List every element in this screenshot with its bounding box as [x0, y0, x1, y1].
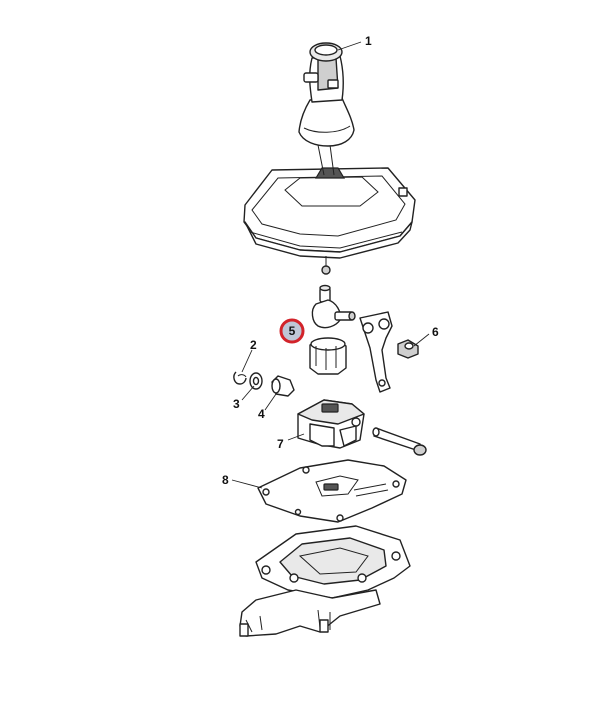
part-1-shift-lever-assembly — [243, 42, 416, 275]
svg-text:1: 1 — [365, 34, 372, 48]
svg-text:5: 5 — [289, 324, 296, 338]
part-5-ball-joint — [311, 284, 356, 329]
bushing — [309, 337, 347, 375]
callout-5-highlighted[interactable]: 5 — [279, 318, 305, 344]
svg-text:8: 8 — [222, 473, 229, 487]
svg-text:6: 6 — [432, 325, 439, 339]
callout-4[interactable]: 4 — [258, 407, 265, 421]
part-3-washer — [249, 372, 263, 390]
callout-1[interactable]: 1 — [365, 34, 372, 48]
svg-text:4: 4 — [258, 407, 265, 421]
svg-text:2: 2 — [250, 338, 257, 352]
svg-text:3: 3 — [233, 397, 240, 411]
part-6-bracket-and-nut — [359, 311, 419, 393]
part-8-gasket-plate — [257, 459, 407, 523]
svg-text:7: 7 — [277, 437, 284, 451]
callout-3[interactable]: 3 — [233, 397, 240, 411]
base-bracket — [239, 525, 411, 637]
leader-lines — [231, 41, 430, 489]
callout-7[interactable]: 7 — [277, 437, 284, 451]
callout-5-ring — [279, 318, 305, 344]
callout-2[interactable]: 2 — [250, 338, 257, 352]
part-2-clip — [233, 371, 247, 385]
part-7-selector-block — [297, 399, 427, 456]
callout-8[interactable]: 8 — [222, 473, 229, 487]
part-4-bushing — [271, 375, 295, 397]
callout-6[interactable]: 6 — [432, 325, 439, 339]
